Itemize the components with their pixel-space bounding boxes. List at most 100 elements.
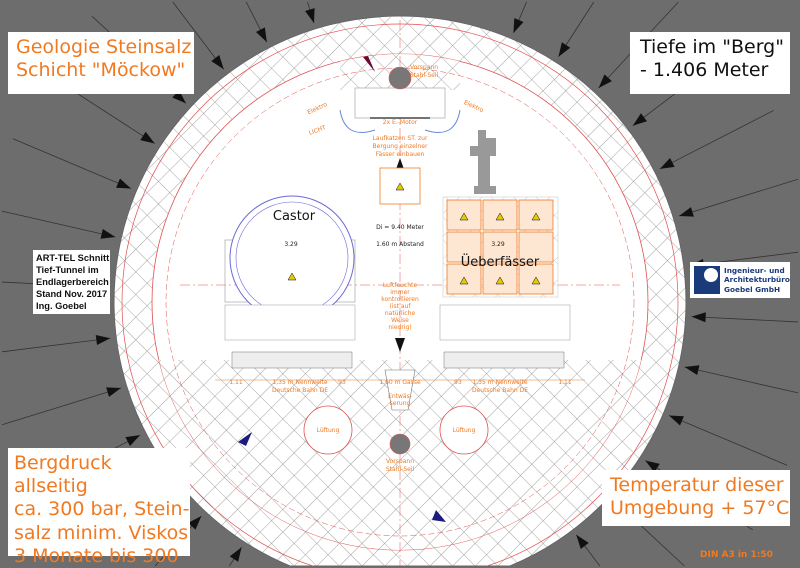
radiation-icon [531, 276, 541, 285]
pressure-arrow-head [211, 55, 224, 70]
overpack-barrels [446, 199, 554, 295]
pressure-arrow-head [95, 335, 111, 345]
pressure-arrow-head [125, 435, 141, 447]
vorspann-bottom-label: Vorspann [386, 458, 414, 465]
pressure-arrow-line [172, 1, 225, 70]
wagon-right [439, 304, 571, 341]
marker-arrow-left [238, 432, 252, 446]
pressure-arrow-head [172, 90, 186, 104]
title-line-1: ART-TEL Schnitt [36, 253, 110, 263]
worker-silhouette [470, 130, 496, 194]
pressure-line-4: 3 Monate bis 300 [14, 544, 179, 567]
temperature-label: Temperatur dieser Umgebung + 57°C [602, 470, 790, 526]
pressure-arrow-head [632, 113, 647, 126]
laufkatzen-label-2: Bergung einzelner [373, 143, 428, 150]
cable-guides [339, 109, 461, 133]
width-left-label: 3.29 [284, 241, 298, 248]
radiation-icon [395, 182, 405, 191]
pressure-arrow-line [1, 337, 111, 353]
tension-cable-top [388, 66, 412, 90]
radiation-icon [495, 276, 505, 285]
tension-cable-bottom [389, 433, 411, 455]
geology-label: Geologie Steinsalz Schicht "Möckow" [8, 32, 194, 94]
pressure-arrow-head [691, 312, 706, 323]
pressure-line-1: Bergdruck allseitig [14, 452, 112, 498]
pressure-arrow-head [188, 516, 202, 530]
entwaesserung-label-2: serung [390, 400, 411, 407]
pressure-arrow-head [100, 228, 116, 239]
luftfeuchte-line: immer [390, 289, 410, 296]
pressure-label: Bergdruck allseitig ca. 300 bar, Stein- … [8, 448, 190, 567]
dimension-label: 1.11 [229, 379, 243, 386]
ventilation-duct-right [439, 405, 489, 455]
depth-label: Tiefe im "Berg" - 1.406 Meter [630, 32, 790, 94]
luftfeuchte-line: (ist auf [390, 303, 412, 310]
barrel [482, 231, 518, 263]
marker-arrow-bottom [432, 510, 446, 522]
logo-text: Ingenieur- und Architekturbüro Goebel Gm… [724, 266, 790, 293]
luftfeuchte-line: kontrollieren [381, 296, 419, 303]
vorspann-bottom-label-2: Stahl-Seil [386, 466, 415, 473]
dimension-label: 93 [338, 379, 346, 386]
pressure-arrow-head [669, 415, 684, 426]
vorspann-top-label-2: Stahl-Seil [410, 72, 439, 79]
pressure-arrow-line [668, 415, 788, 466]
pressure-arrow-line [12, 138, 132, 189]
company-logo: Ingenieur- und Architekturbüro Goebel Gm… [690, 262, 790, 298]
depth-line-1: Tiefe im "Berg" [640, 36, 784, 58]
dimension-label: 93 [454, 379, 462, 386]
marker-arrow-top [363, 56, 375, 72]
wagon-left [224, 304, 356, 341]
pressure-arrow-head [576, 534, 589, 549]
radiation-icon [531, 212, 541, 221]
barrel [446, 231, 482, 263]
pressure-arrow-head [305, 8, 315, 23]
width-right-label: 3.29 [491, 241, 505, 248]
pressure-arrow-line [659, 110, 774, 170]
motor-label: 2x E.-Motor [383, 119, 418, 126]
down-arrow [395, 338, 405, 352]
track-bed-right [443, 351, 565, 369]
logo-line-2: Architekturbüro [724, 275, 790, 285]
diameter-label: Di = 9.40 Meter [376, 224, 424, 231]
luftfeuchte-line: Weise [391, 317, 409, 324]
title-line-5: Ing. Goebel [36, 301, 87, 312]
ueberfaesser-label: Üeberfässer [461, 253, 540, 270]
bahn-left-label: Deutsche Bahn DE [272, 387, 328, 394]
logo-line-1: Ingenieur- und [724, 266, 785, 276]
logo-line-3: Goebel GmbH [724, 284, 781, 294]
luftfeuchte-line: niedrig) [388, 324, 411, 331]
pressure-arrow-line [1, 210, 116, 238]
abstand-label: 1.60 m Abstand [376, 241, 424, 248]
lueftung-left-label: Lüftung [317, 427, 340, 434]
title-line-4: Stand Nov. 2017 [36, 289, 108, 300]
dimension-label: 1,35 m Nennweite [472, 379, 527, 386]
laufkatzen-label-1: Laufkatzen ST. zur [373, 135, 428, 142]
title-block: ART-TEL Schnitt Tief-Tunnel im Endlagerb… [33, 250, 110, 314]
radiation-icon [459, 276, 469, 285]
laufkatzen-label-3: Fässer einbauen [376, 151, 425, 158]
temperature-line-2: Umgebung + 57°C [610, 497, 790, 520]
pressure-arrow-head [116, 178, 131, 189]
radiation-icon [459, 212, 469, 221]
pressure-arrow-line [1, 387, 122, 426]
ventilation-duct-left [303, 405, 353, 455]
temperature-line-1: Temperatur dieser [610, 474, 784, 496]
pressure-line-2: ca. 300 bar, Stein- [14, 498, 190, 521]
track-bed-left [231, 351, 353, 369]
pressure-arrow-head [659, 157, 675, 169]
radiation-icon [495, 212, 505, 221]
pressure-arrow-head [645, 460, 660, 473]
dimension-label: 1.60 m Gasse [379, 379, 421, 386]
pressure-arrow-head [255, 27, 267, 43]
pressure-arrow-head [513, 18, 524, 33]
pressure-arrow-head [229, 547, 242, 562]
scale-note: DIN A3 in 1:50 [700, 550, 773, 560]
radiation-icon [287, 272, 297, 281]
title-line-2: Tief-Tunnel im [36, 265, 99, 276]
geology-line-2: Schicht "Möckow" [16, 59, 186, 82]
